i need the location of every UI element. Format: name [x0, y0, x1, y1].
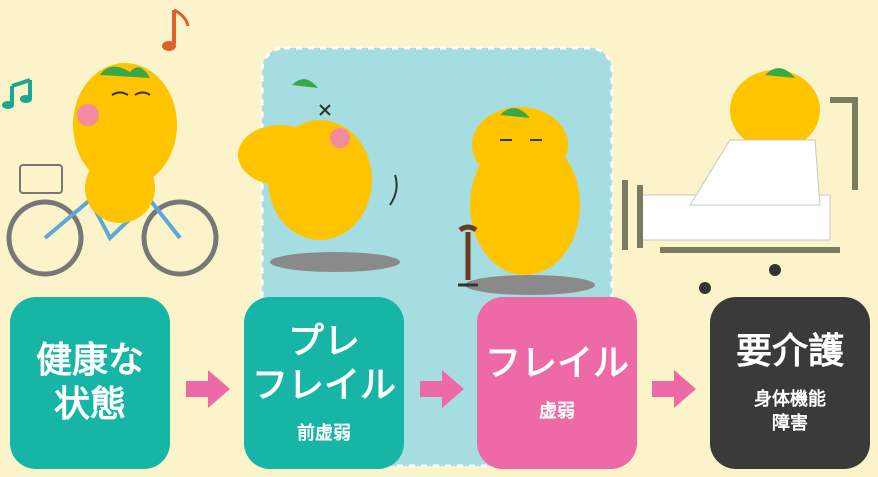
prefrail-character: [238, 79, 400, 272]
cane-icon: [458, 224, 478, 287]
arrow-right-icon: [420, 370, 464, 408]
healthy-character: [73, 63, 177, 223]
arrow-right-icon: [652, 370, 696, 408]
stage-prefrail-subtitle: 前虚弱: [297, 423, 351, 444]
stage-healthy-title: 健康な 状態: [35, 340, 144, 425]
music-note-icon: [162, 8, 190, 51]
stage-care-subtitle: 身体機能 障害: [754, 389, 826, 434]
stage-prefrail-title: プレ フレイル: [251, 321, 396, 406]
stage-healthy: 健康な 状態: [10, 297, 170, 469]
stage-care: 要介護 身体機能 障害: [710, 297, 870, 469]
arrow-right-icon: [186, 370, 230, 408]
stage-care-title: 要介護: [735, 331, 844, 372]
stage-frail-title: フレイル: [484, 343, 629, 384]
frail-character: [465, 107, 595, 295]
stage-prefrail: プレ フレイル 前虚弱: [244, 297, 404, 469]
hospital-bed-icon: [622, 68, 858, 294]
stage-frail-subtitle: 虚弱: [539, 401, 575, 422]
music-note-icon: [2, 78, 32, 109]
stage-frail: フレイル 虚弱: [477, 297, 637, 469]
